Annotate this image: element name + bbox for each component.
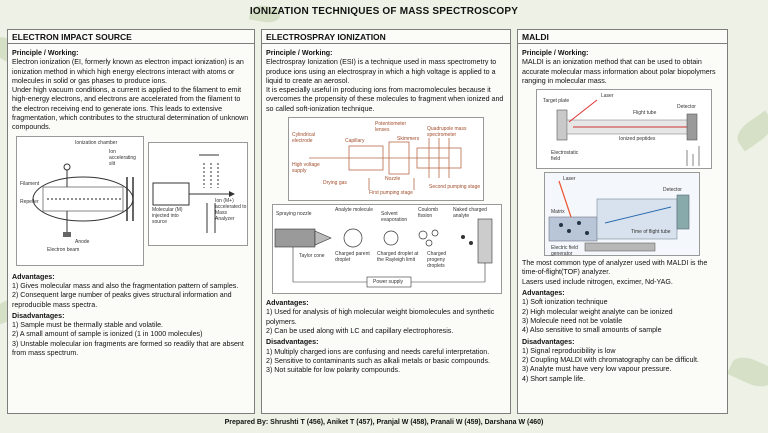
advantage-item: 3) Molecule need not be volatile (522, 316, 623, 325)
figure-label: Ionized peptides (619, 136, 656, 143)
figure-label: Target plate (543, 98, 570, 105)
figure-label: Ionization chamber (75, 139, 118, 146)
credits-footer: Prepared By: Shrushti T (456), Aniket T … (224, 419, 544, 426)
advantage-item: 1) Soft ionization technique (522, 298, 608, 307)
disadvantage-item: 2) Coupling MALDI with chromatography ca… (522, 356, 699, 365)
electrospray-figure-1: Cylindrical electrode Capillary Potentio… (288, 117, 484, 202)
figure-label: Drying gas (323, 180, 347, 187)
advantage-item: 2) Can be used along with LC and capilla… (266, 326, 454, 335)
esi-droplet-diagram (274, 218, 493, 288)
advantage-item: 2) Consequent large number of peaks give… (12, 291, 232, 309)
figure-label: Ion (M+) accelerated to Mass Analyzer (215, 197, 247, 222)
background-leaf (732, 110, 768, 152)
figure-label: Nozzle (385, 176, 401, 183)
lasers-text: Lasers used include nitrogen, excimer, N… (522, 277, 673, 286)
disadvantage-item: 3) Not suitable for low polarity compoun… (266, 366, 401, 375)
figure-label: Flight tube (633, 110, 657, 117)
disadvantages-heading: Disadvantages: (12, 311, 65, 320)
principle-heading: Principle / Working: (522, 49, 589, 57)
figure-label: Naked charged analyte (453, 207, 487, 220)
electron-impact-figure-1: Filament Repeller Ionization chamber Ele… (16, 135, 144, 266)
disadvantage-item: 1) Signal reproducibility is low (522, 346, 616, 355)
figure-label: Quadrupole mass spectrometer (427, 126, 467, 139)
disadvantage-item: 1) Multiply charged ions are confusing a… (266, 347, 490, 356)
principle-text: It is especially useful in producing ion… (266, 86, 504, 113)
figure-label: Repeller (20, 198, 39, 205)
principle-text: Electron ionization (EI, formerly known … (12, 58, 244, 85)
figure-label: Time of flight tube (631, 229, 671, 236)
advantages-heading: Advantages: (12, 272, 55, 281)
figure-label: Electric field generator (551, 245, 578, 258)
disadvantage-item: 4) Short sample life. (522, 374, 586, 383)
figure-label: Analyte molecule (335, 207, 374, 214)
advantage-item: 1) Gives molecular mass and also the fra… (12, 281, 239, 290)
disadvantage-item: 3) Analyte must have very low vapour pre… (522, 365, 672, 374)
figure-label: High voltage supply (292, 162, 320, 175)
figure-label: Detector (663, 187, 682, 194)
figure-label: Detector (677, 104, 696, 111)
figure-label: Power supply (373, 279, 404, 286)
figure-label: Second pumping stage (429, 184, 481, 191)
figure-label: Potentiometer lenses (375, 121, 407, 134)
esi-instrument-diagram (309, 138, 462, 191)
disadvantage-item: 1) Sample must be thermally stable and v… (12, 321, 164, 330)
figure-label: Electron beam (47, 246, 80, 253)
figure-label: Laser (601, 93, 614, 100)
figure-label: Skimmers (397, 136, 420, 143)
figure-label: Cylindrical electrode (292, 132, 316, 145)
figure-label: Matrix (551, 209, 565, 216)
panel-maldi: MALDI Principle / Working: MALDI is an i… (517, 29, 728, 414)
ion-acceleration-diagram (152, 154, 235, 233)
figure-label: Solvent evaporation (381, 211, 408, 224)
maldi-matrix-diagram (548, 180, 690, 252)
disadvantages-heading: Disadvantages: (522, 337, 575, 346)
principle-text: MALDI is an ionization method that can b… (522, 58, 716, 85)
figure-label: Capillary (345, 138, 365, 145)
disadvantage-item: 2) Sensitive to contaminants such as alk… (266, 356, 490, 365)
figure-label: Ion accelerating slit (109, 148, 136, 167)
figure-label: Electrostatic field (551, 150, 579, 163)
disadvantage-item: 3) Unstable molecular ion fragments are … (12, 339, 244, 358)
figure-label: Molecular (M) injected into source (152, 206, 183, 225)
figure-label: Taylor cone (299, 253, 325, 260)
background-leaf (726, 351, 768, 393)
figure-label: First pumping stage (369, 190, 413, 197)
principle-text: Under high vacuum conditions, a current … (12, 86, 249, 132)
electron-impact-diagram (32, 163, 134, 237)
figure-label: Coulomb fission (418, 207, 439, 220)
maldi-figure-2: Laser Detector Matrix Time of flight tub… (544, 172, 700, 258)
advantage-item: 2) High molecular weight analyte can be … (522, 307, 673, 316)
panel-heading: ELECTROSPRAY IONIZATION (262, 30, 510, 44)
figure-label: Charged progeny droplets (427, 251, 447, 270)
advantage-item: 4) Also sensitive to small amounts of sa… (522, 326, 662, 335)
figure-label: Spraying nozzle (276, 211, 312, 218)
panel-heading: ELECTRON IMPACT SOURCE (8, 30, 254, 44)
panel-heading: MALDI (518, 30, 727, 44)
electron-impact-figure-2: Molecular (M) injected into source Ion (… (148, 141, 248, 246)
advantages-heading: Advantages: (522, 289, 565, 298)
advantages-heading: Advantages: (266, 299, 309, 308)
figure-label: Charged parent droplet (335, 251, 370, 264)
panel-electrospray: ELECTROSPRAY IONIZATION Principle / Work… (261, 29, 511, 414)
analyzer-text: The most common type of analyzer used wi… (522, 259, 708, 277)
maldi-figure-1: Target plate Laser Flight tube Detector … (536, 89, 712, 170)
disadvantages-heading: Disadvantages: (266, 338, 319, 347)
page-title: IONIZATION TECHNIQUES OF MASS SPECTROSCO… (249, 6, 519, 17)
electrospray-figure-2: Spraying nozzle Analyte molecule Solvent… (272, 204, 502, 295)
principle-heading: Principle / Working: (266, 49, 333, 57)
advantage-item: 1) Used for analysis of high molecular w… (266, 308, 495, 326)
figure-label: Charged droplet at the Rayleigh limit (377, 251, 419, 264)
disadvantage-item: 2) A small amount of sample is ionized (… (12, 330, 203, 339)
figure-label: Laser (563, 176, 576, 183)
principle-text: Electrospray Ionization (ESI) is a techn… (266, 58, 497, 85)
figure-label: Filament (20, 180, 40, 187)
figure-label: Anode (75, 238, 90, 245)
principle-heading: Principle / Working: (12, 49, 79, 57)
panel-electron-impact: ELECTRON IMPACT SOURCE Principle / Worki… (7, 29, 255, 414)
maldi-tof-diagram (556, 99, 700, 167)
